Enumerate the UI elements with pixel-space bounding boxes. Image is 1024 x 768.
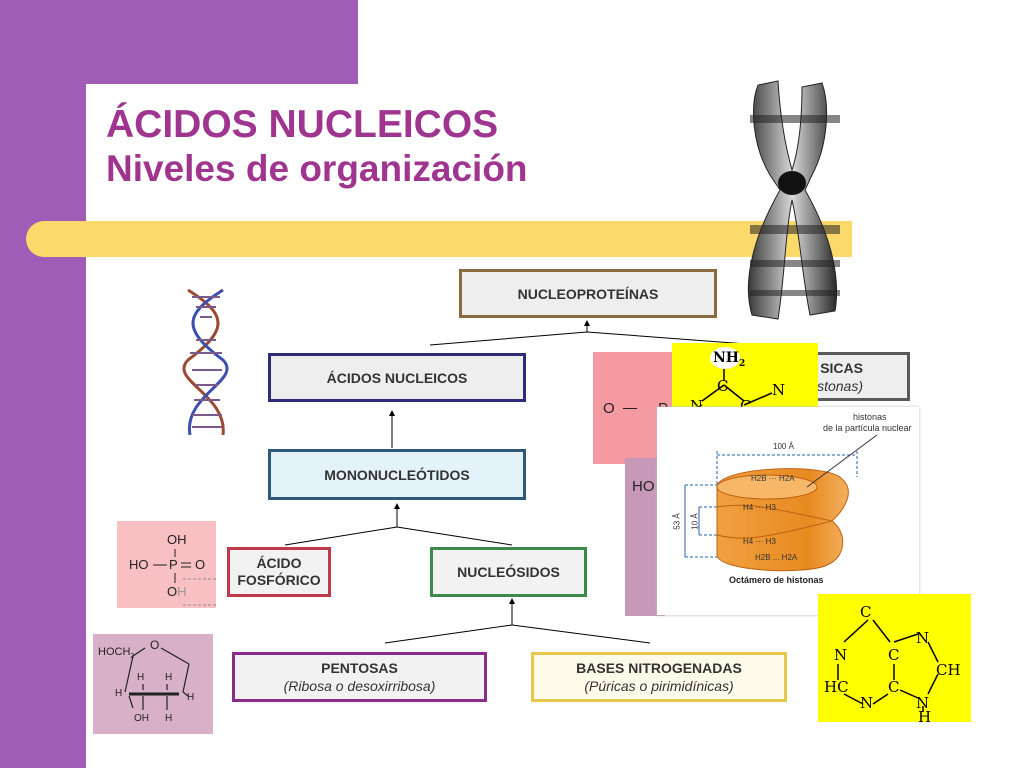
phosphate-o-right: O [195, 557, 206, 572]
box-bases-nitrogenadas-sub: (Púricas o pirimidínicas) [584, 678, 734, 694]
adenine-bonds [837, 619, 939, 712]
slide-title: ÁCIDOS NUCLEICOS Niveles de organización [106, 103, 528, 191]
box-bases-nitrogenadas: BASES NITROGENADAS (Púricas o pirimidíni… [531, 652, 787, 702]
top-purple-band [86, 0, 358, 84]
title-line-2: Niveles de organización [106, 148, 528, 189]
box-proteinas-basicas-label: SICAS [820, 359, 863, 376]
fragment-ho-label: HO [632, 478, 655, 495]
phosphate-bonds [153, 549, 216, 606]
box-nucleosidos-label: NUCLEÓSIDOS [457, 564, 560, 580]
adenine-c2: C [888, 646, 900, 664]
box-pentosas: PENTOSAS (Ribosa o desoxirribosa) [232, 652, 487, 702]
pentose-structure: HOCH2 O H H H H OH H [93, 634, 213, 734]
adenine-hc: HC [824, 678, 849, 696]
adenine-n1: N [916, 629, 930, 647]
pentose-bonds [124, 647, 190, 710]
dna-helix-image [182, 288, 229, 436]
histone-drawing [684, 434, 878, 572]
box-pentosas-sub: (Ribosa o desoxirribosa) [283, 678, 436, 694]
nh2-highlight [710, 347, 740, 369]
box-proteinas-basicas-sub: stonas) [817, 377, 863, 394]
box-acido-fosforico-label-2: FOSFÓRICO [237, 572, 321, 588]
histone-h2b-h2a-top: H2B ··· H2A [751, 474, 795, 483]
box-acidos-nucleicos: ÁCIDOS NUCLEICOS [268, 353, 526, 402]
box-pentosas-label: PENTOSAS [321, 660, 398, 676]
pentose-h1: H [137, 672, 145, 683]
fragment-o-label: O [603, 400, 615, 417]
box-mononucleotidos-label: MONONUCLEÓTIDOS [324, 466, 470, 483]
histone-label-1: histonas [853, 412, 887, 422]
adenine-structure: C N N C CH HC C N N H [818, 594, 971, 726]
yellow-divider-bar [26, 221, 852, 257]
phosphoric-acid-structure: OH HO P O OH [117, 521, 216, 608]
phosphate-oh-top: OH [167, 532, 187, 547]
cytosine-c2: C [740, 397, 752, 413]
histone-dim-10: 10 Å [690, 513, 700, 530]
box-mononucleotidos: MONONUCLEÓTIDOS [268, 449, 526, 500]
adenine-h: H [918, 708, 932, 726]
pentose-h4: H [187, 692, 195, 703]
box-nucleosidos: NUCLEÓSIDOS [430, 547, 587, 597]
pentose-h2: H [165, 672, 173, 683]
phosphate-ho: HO [129, 557, 149, 572]
box-acido-fosforico: ÁCIDO FOSFÓRICO [227, 547, 331, 597]
left-purple-band [0, 0, 86, 768]
adenine-ch: CH [936, 661, 961, 679]
adenine-c3: C [888, 678, 900, 696]
title-line-1: ÁCIDOS NUCLEICOS [106, 103, 499, 146]
histone-dim-100: 100 Å [773, 442, 794, 451]
pentose-h3: H [115, 688, 123, 699]
phosphate-p: P [169, 557, 178, 572]
box-acidos-nucleicos-label: ÁCIDOS NUCLEICOS [326, 369, 468, 386]
box-acido-fosforico-label-1: ÁCIDO [256, 555, 302, 571]
pentose-o: O [150, 638, 160, 652]
histone-dim-53: 53 Å [672, 513, 682, 530]
pentose-oh: OH [134, 713, 149, 724]
histone-octamer-image: histonas de la partícula nuclear 100 Å H… [657, 407, 919, 615]
histone-label-2: de la partícula nuclear [823, 423, 912, 433]
box-nucleoproteinas-label: NUCLEOPROTEÍNAS [517, 285, 659, 302]
cytosine-nh2: NH2 [713, 350, 746, 369]
box-bases-nitrogenadas-label: BASES NITROGENADAS [576, 660, 742, 676]
chromosome-image [748, 80, 840, 320]
cytosine-structure: NH2 C N N C [672, 343, 818, 413]
pentose-h5: H [165, 713, 173, 724]
adenine-n3: N [860, 694, 874, 712]
cytosine-n-right: N [772, 381, 786, 399]
histone-h4-h3-bottom: H4 ··· H3 [743, 537, 776, 546]
box-nucleoproteinas: NUCLEOPROTEÍNAS [459, 269, 717, 318]
histone-caption: Octámero de histonas [729, 575, 824, 585]
adenine-n2: N [834, 646, 848, 664]
fragment-bond [623, 408, 637, 409]
histone-h4-h3-top: H4 ··· H3 [743, 503, 776, 512]
adenine-n4: N [916, 694, 930, 712]
phosphate-oh-bottom: OH [167, 584, 187, 599]
histone-h2b-h2a-bottom: H2B ... H2A [755, 553, 798, 562]
adenine-c: C [860, 603, 872, 621]
cytosine-c: C [717, 377, 729, 395]
pentose-hoch2: HOCH2 [98, 646, 135, 661]
